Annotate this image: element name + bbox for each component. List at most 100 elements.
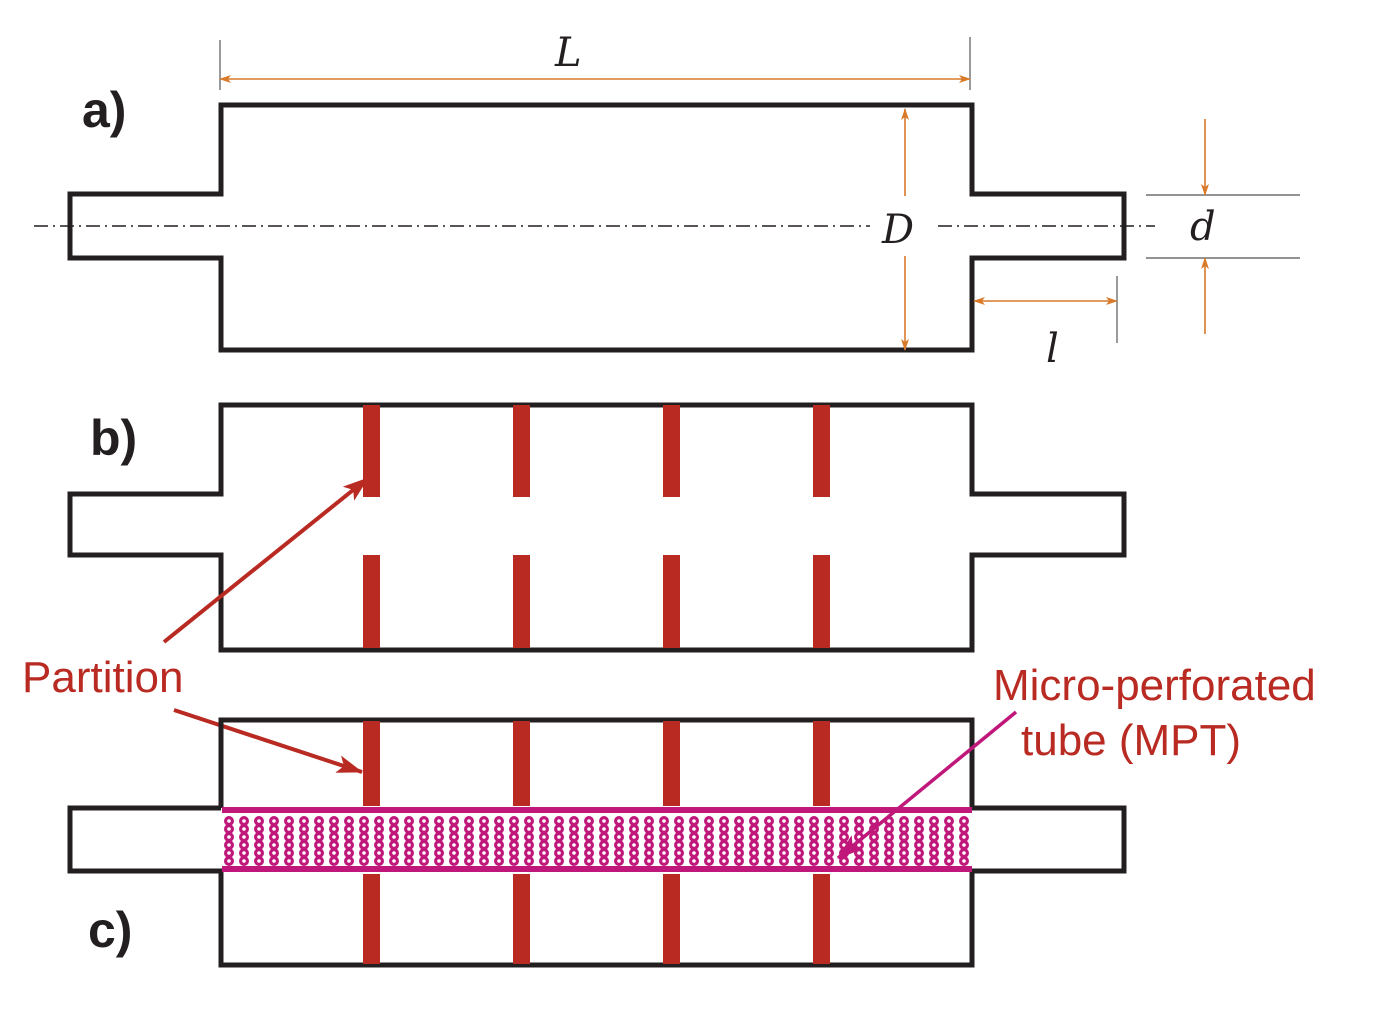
perforation-hole: [523, 823, 534, 834]
perforation-hole: [239, 847, 250, 858]
perforation-hole: [763, 823, 774, 834]
perforation-hole: [958, 847, 969, 858]
perforation-hole: [928, 823, 939, 834]
perforation-hole: [568, 855, 579, 866]
perforation-hole: [509, 831, 520, 842]
perforation-hole: [823, 831, 834, 842]
perforation-hole: [718, 855, 729, 866]
perforation-hole: [449, 839, 460, 850]
perforation-hole: [913, 839, 924, 850]
perforation-hole: [688, 815, 699, 826]
perforation-hole: [568, 847, 579, 858]
perforation-hole: [643, 855, 654, 866]
perforation-hole: [613, 839, 624, 850]
perforation-hole: [449, 831, 460, 842]
perforation-hole: [688, 847, 699, 858]
partition-c-4-lower: [813, 874, 830, 964]
perforation-hole: [673, 831, 684, 842]
perforation-hole: [838, 815, 849, 826]
perforation-hole: [718, 847, 729, 858]
perforation-hole: [404, 839, 415, 850]
perforation-hole: [359, 847, 370, 858]
perforation-hole: [958, 815, 969, 826]
perforation-hole: [793, 839, 804, 850]
perforation-hole: [269, 831, 280, 842]
perforation-hole: [643, 839, 654, 850]
perforation-hole: [269, 815, 280, 826]
perforation-hole: [733, 847, 744, 858]
perforation-hole: [449, 815, 460, 826]
perforation-hole: [793, 831, 804, 842]
perforation-hole: [628, 815, 639, 826]
perforation-hole: [404, 855, 415, 866]
perforation-hole: [359, 839, 370, 850]
perforation-hole: [344, 847, 355, 858]
perforation-hole: [523, 815, 534, 826]
perforation-hole: [329, 831, 340, 842]
perforation-hole: [269, 839, 280, 850]
perforation-hole: [958, 839, 969, 850]
perforation-hole: [928, 855, 939, 866]
perforation-hole: [658, 831, 669, 842]
partition-b-2-upper: [513, 405, 530, 497]
perforation-hole: [763, 847, 774, 858]
perforation-hole: [838, 831, 849, 842]
perforation-hole: [808, 847, 819, 858]
perforation-hole: [898, 839, 909, 850]
perforation-hole: [628, 839, 639, 850]
perforation-hole: [748, 831, 759, 842]
perforation-hole: [808, 839, 819, 850]
perforation-hole: [239, 815, 250, 826]
perforation-hole: [359, 855, 370, 866]
perforation-hole: [239, 839, 250, 850]
perforation-hole: [853, 815, 864, 826]
perforation-hole: [464, 855, 475, 866]
perforation-hole: [329, 823, 340, 834]
perforation-hole: [299, 823, 310, 834]
perforation-hole: [688, 855, 699, 866]
perforation-hole: [913, 831, 924, 842]
perforation-hole: [538, 855, 549, 866]
perforation-hole: [419, 815, 430, 826]
perforation-hole: [374, 855, 385, 866]
panel-a-label: a): [82, 82, 126, 138]
perforation-hole: [254, 855, 265, 866]
perforation-hole: [763, 855, 774, 866]
perforation-hole: [673, 839, 684, 850]
perforation-hole: [928, 831, 939, 842]
perforation-hole: [613, 831, 624, 842]
partition-b-2-lower: [513, 555, 530, 648]
panel-b-label: b): [90, 410, 137, 466]
perforation-hole: [958, 855, 969, 866]
perforation-hole: [553, 831, 564, 842]
perforation-hole: [778, 815, 789, 826]
perforation-hole: [404, 831, 415, 842]
perforation-hole: [748, 847, 759, 858]
mpt-arrow: [836, 710, 1018, 860]
perforation-hole: [703, 847, 714, 858]
perforation-hole: [703, 855, 714, 866]
perforation-hole: [583, 815, 594, 826]
perforation-hole: [419, 839, 430, 850]
perforation-hole: [718, 831, 729, 842]
partition-b-3-lower: [663, 555, 680, 648]
perforation-hole: [733, 839, 744, 850]
perforation-hole: [778, 831, 789, 842]
perforation-hole: [389, 815, 400, 826]
perforation-hole: [299, 839, 310, 850]
perforation-hole: [299, 855, 310, 866]
partition-arrow-b: [162, 476, 370, 644]
perforation-hole: [673, 847, 684, 858]
chamber-outline-c: [67, 717, 1127, 968]
perforation-hole: [943, 839, 954, 850]
perforation-hole: [568, 823, 579, 834]
perforation-hole: [269, 855, 280, 866]
perforation-hole: [628, 823, 639, 834]
perforation-hole: [658, 815, 669, 826]
perforation-hole: [359, 831, 370, 842]
perforation-hole: [284, 839, 295, 850]
perforation-hole: [943, 855, 954, 866]
perforation-hole: [583, 839, 594, 850]
perforation-hole: [523, 839, 534, 850]
perforation-hole: [883, 839, 894, 850]
